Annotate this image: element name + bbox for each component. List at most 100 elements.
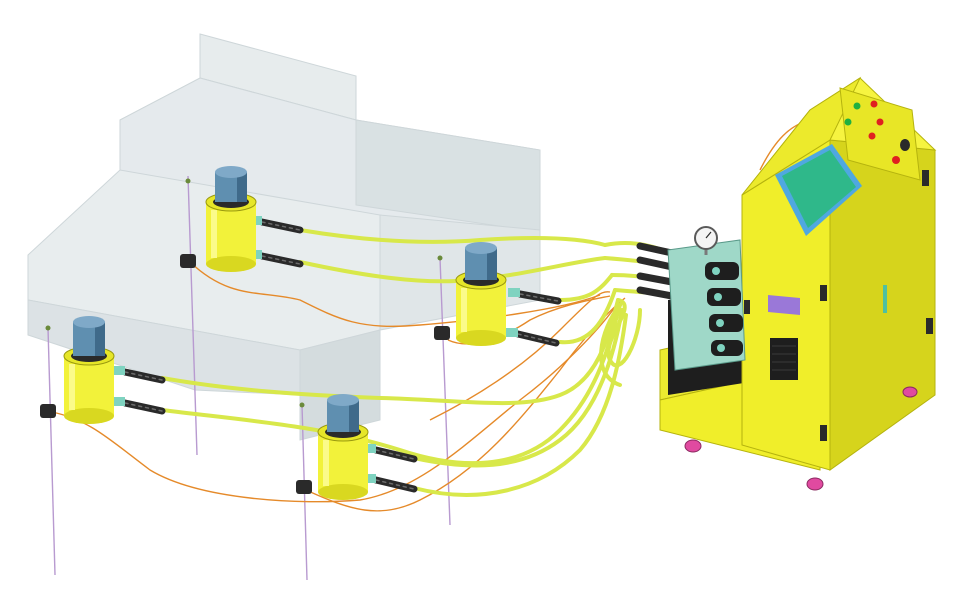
coupler-fitting xyxy=(364,444,376,453)
solenoid-valve xyxy=(707,288,741,306)
coupler-stripe xyxy=(519,293,559,302)
hydraulic-jack xyxy=(455,242,507,346)
jack-piston-top xyxy=(73,316,105,328)
hose xyxy=(558,288,617,345)
jack-bottom xyxy=(456,330,506,346)
caster-wheel xyxy=(806,477,824,491)
jack-piston-shade xyxy=(237,172,247,202)
hose xyxy=(412,308,624,468)
hydraulic-jack xyxy=(317,394,369,500)
hinge xyxy=(744,300,750,314)
hydraulic-jack xyxy=(63,316,115,424)
coupler-fitting xyxy=(113,366,125,375)
sensor-clamp xyxy=(434,326,450,340)
red-button-icon xyxy=(876,118,884,126)
coupler xyxy=(636,272,676,286)
hose xyxy=(558,273,614,302)
jack-piston-top xyxy=(327,394,359,406)
jack-highlight xyxy=(323,440,329,486)
solenoid-valve xyxy=(711,340,743,356)
jack-piston-shade xyxy=(95,322,105,356)
caster-wheel xyxy=(684,439,702,453)
valve-port xyxy=(712,267,720,275)
sensor-clamp xyxy=(40,404,56,418)
gauge-needle xyxy=(705,231,712,239)
sensor-rods xyxy=(47,175,451,581)
valve-port xyxy=(714,293,722,301)
hose xyxy=(160,298,620,406)
solenoid-valve xyxy=(709,314,743,332)
hose xyxy=(606,298,642,368)
coupler-stripe xyxy=(375,479,415,490)
coupler-fitting xyxy=(508,288,520,297)
coupler-stripe xyxy=(124,371,163,381)
hose-couplers xyxy=(113,216,676,493)
coupler-fitting xyxy=(113,397,125,406)
sensor-rod xyxy=(47,327,56,576)
jack-piston-shade xyxy=(487,248,497,280)
hinge xyxy=(926,318,933,334)
coupler xyxy=(636,256,676,271)
coupler xyxy=(121,399,166,415)
valve-port xyxy=(716,319,724,327)
hose xyxy=(599,303,622,387)
coupler-stripe xyxy=(124,402,163,412)
sensor-tip xyxy=(45,325,51,331)
jack-piston-top xyxy=(215,166,247,178)
hydraulic-hoses xyxy=(160,228,670,497)
coupler xyxy=(636,286,676,300)
coupler-stripe xyxy=(375,449,415,460)
jack-piston-top xyxy=(465,242,497,254)
jack-piston-shade xyxy=(349,400,359,432)
coupler-stripe xyxy=(261,255,301,265)
red-button-icon xyxy=(892,156,900,164)
sensor-rod xyxy=(439,257,451,526)
coupler-fitting xyxy=(364,474,376,483)
control-panel xyxy=(839,87,921,181)
hose xyxy=(160,303,622,466)
hinge xyxy=(922,170,929,186)
coupler xyxy=(372,476,418,493)
green-button-icon xyxy=(844,118,852,126)
vent-grille xyxy=(770,338,798,380)
sensor-rod xyxy=(187,175,198,456)
label-plate xyxy=(768,295,800,315)
sensor-clamps xyxy=(40,254,450,494)
jack-highlight xyxy=(461,288,467,332)
hose xyxy=(298,228,607,247)
cable xyxy=(51,299,621,503)
valve-block xyxy=(667,226,746,371)
slab-lower-right xyxy=(299,329,381,441)
coupler-fitting xyxy=(506,328,518,337)
hinge xyxy=(820,285,827,301)
cabinet-handle xyxy=(883,285,887,313)
hose xyxy=(412,313,628,497)
hinge xyxy=(820,425,827,441)
jack-highlight xyxy=(211,210,217,258)
valve-port xyxy=(717,344,725,352)
coupler xyxy=(514,330,560,347)
sensor-clamp xyxy=(296,480,312,494)
sensor-tip xyxy=(299,402,305,408)
red-button-icon xyxy=(870,100,878,108)
jack-bottom xyxy=(64,408,114,424)
green-button-icon xyxy=(853,102,861,110)
jack-highlight xyxy=(69,364,75,410)
sensor-tip xyxy=(437,255,443,261)
cabinet-console-face xyxy=(741,76,862,196)
touch-screen xyxy=(782,150,856,228)
coupler-stripe xyxy=(261,221,301,231)
solenoid-valve xyxy=(705,262,739,280)
cable xyxy=(189,261,601,327)
red-button-icon xyxy=(868,132,876,140)
coupler xyxy=(636,242,676,257)
hydraulic-jack xyxy=(205,166,257,272)
jack-bottom xyxy=(318,484,368,500)
caster-wheel xyxy=(902,386,918,398)
sensor-clamp xyxy=(180,254,196,268)
sensor-tips xyxy=(45,178,443,408)
sensor-tip xyxy=(185,178,191,184)
jack-bottom xyxy=(206,256,256,272)
knob-icon xyxy=(900,139,910,151)
